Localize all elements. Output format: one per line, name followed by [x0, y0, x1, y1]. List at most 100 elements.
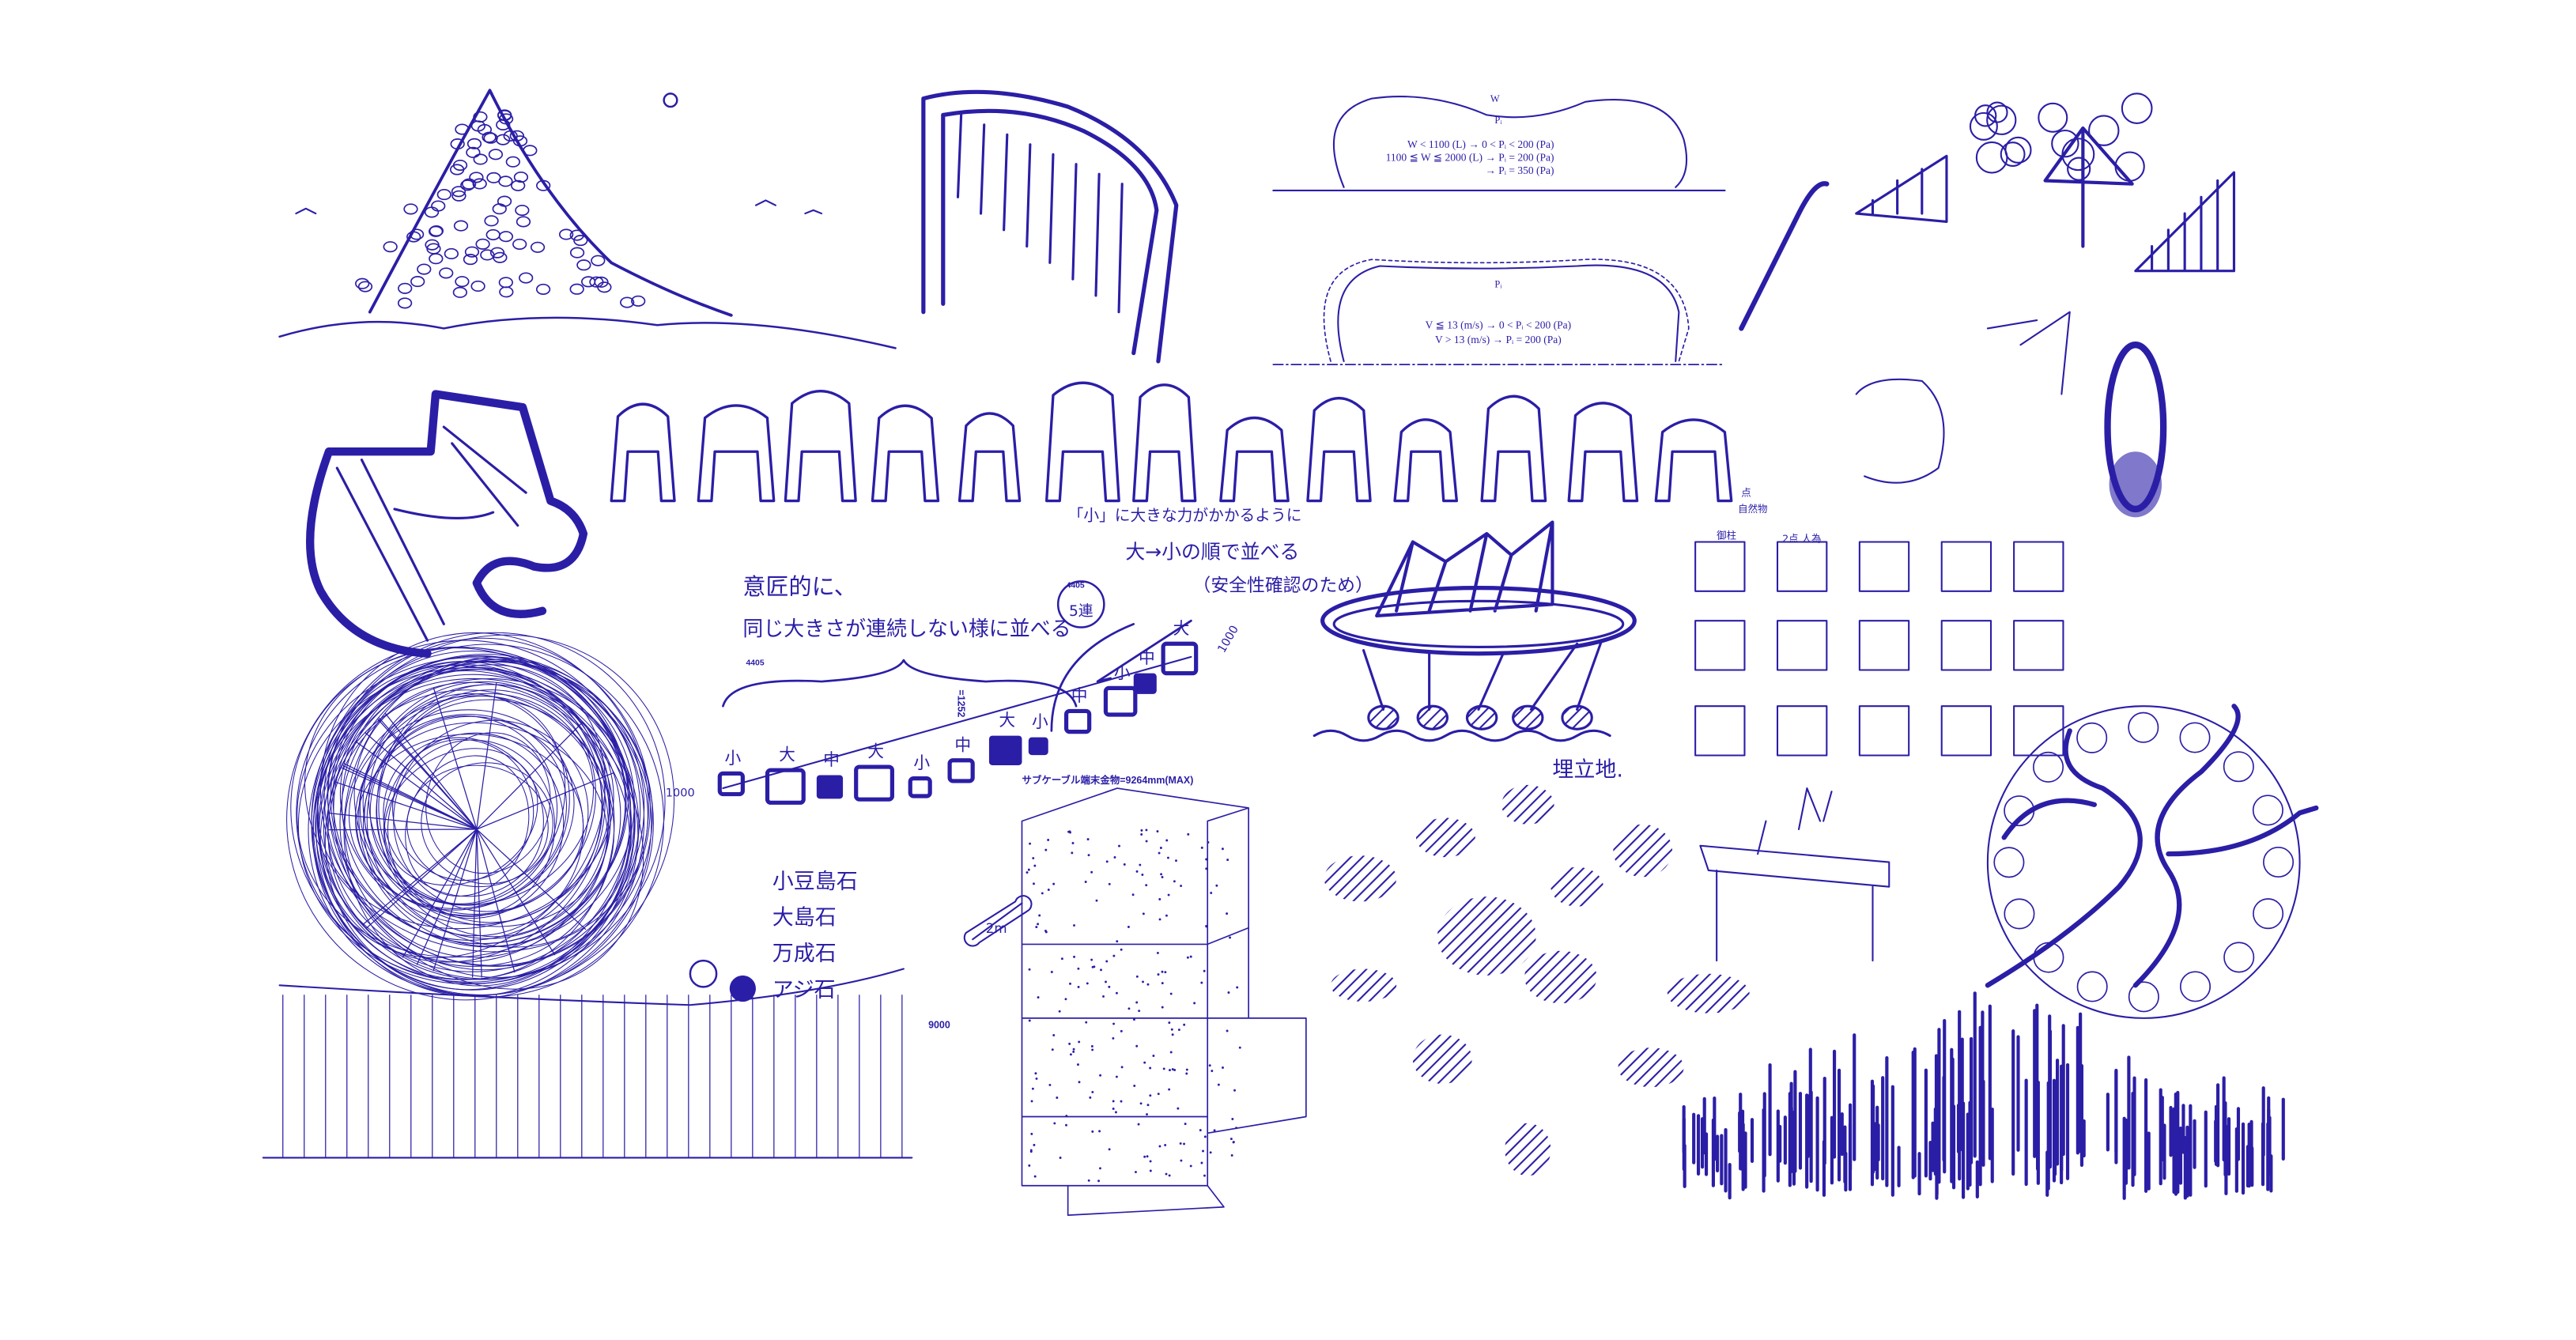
room-circle [2179, 722, 2211, 753]
roof-scale [482, 131, 497, 143]
design-note: 意匠的に、 [742, 573, 857, 600]
roof-scale [489, 247, 505, 259]
texture-dot [1097, 1180, 1101, 1183]
float-ball [1512, 704, 1544, 730]
title-glyph [1654, 418, 1733, 503]
texture-dot [1229, 936, 1231, 939]
texture-dot [1112, 1100, 1115, 1103]
texture-dot [1185, 1072, 1188, 1075]
title-glyph [697, 404, 776, 503]
texture-dot [1143, 1155, 1146, 1158]
float-ball [1561, 704, 1593, 730]
texture-dot [1098, 1130, 1101, 1133]
texture-dot [1100, 968, 1102, 972]
roof-scale [519, 272, 534, 284]
stone-size-label: 小 [725, 749, 742, 768]
texture-dot [1085, 1021, 1088, 1024]
study-box [1776, 705, 1828, 757]
texture-dot [1226, 912, 1229, 915]
roof-scale [492, 203, 507, 215]
roof-scale [429, 225, 444, 237]
scribble-ray [432, 829, 478, 972]
scribble-ring [349, 709, 575, 909]
stone-name: 小豆島石 [772, 870, 858, 894]
room-circle [2263, 847, 2295, 878]
hatched-blob [1501, 784, 1554, 825]
texture-dot [1200, 1161, 1203, 1164]
stone-size-label: 小 [913, 753, 930, 772]
scribble-ring [359, 693, 594, 906]
texture-dot [1108, 985, 1111, 988]
label-w: W [1490, 93, 1500, 104]
texture-dot [1037, 996, 1040, 999]
roof-scale [397, 297, 413, 309]
tree-bubble [1974, 104, 1997, 127]
texture-dot [1175, 859, 1177, 863]
room-circle [1993, 847, 2025, 878]
roof-scale [513, 172, 529, 183]
roof-scale [631, 295, 646, 307]
texture-dot [1069, 982, 1071, 985]
pressure-diagram-top: W Pᵢ W < 1100 (L) → 0 < Pᵢ < 200 (Pa) 11… [1272, 93, 1726, 191]
hatch-line [980, 123, 986, 215]
scribble-ray [476, 829, 482, 978]
texture-dot [1232, 1141, 1235, 1144]
dimension-1000: 1000 [666, 787, 695, 799]
stone-block [854, 764, 894, 802]
texture-dot [1169, 1051, 1173, 1054]
roof-scale-pattern [355, 109, 646, 309]
texture-dot [1112, 1108, 1115, 1110]
texture-dot [1158, 851, 1161, 855]
texture-dot [1149, 1094, 1152, 1097]
float-ball [1465, 704, 1498, 730]
texture-dot [1034, 1072, 1037, 1075]
hatch-line [1117, 183, 1124, 314]
texture-dot [1158, 918, 1161, 921]
texture-dot [1112, 954, 1116, 957]
tower-wireframe [1021, 787, 1307, 1216]
texture-dot [1141, 873, 1144, 876]
texture-dot [1090, 1045, 1093, 1047]
texture-dot [1173, 1069, 1177, 1071]
roof-scale [429, 253, 444, 265]
roof-scale [409, 228, 425, 240]
study-box [2013, 541, 2064, 592]
texture-dot [1186, 956, 1189, 959]
texture-dot [1152, 1055, 1155, 1057]
texture-dot [1226, 1029, 1229, 1032]
texture-dot [1205, 858, 1208, 861]
roof-scale [499, 286, 514, 298]
tree-bubble [2038, 102, 2068, 133]
maze-path [1985, 704, 2319, 988]
texture-dot [1073, 955, 1076, 958]
landfill-label: 埋立地. [1552, 758, 1623, 783]
texture-dot [1145, 884, 1148, 887]
texture-dot [1050, 970, 1053, 973]
mountain-outline [368, 89, 733, 317]
texture-dot [1135, 870, 1139, 873]
texture-dot [1044, 930, 1048, 934]
texture-dot [1041, 892, 1044, 895]
roof-scale [383, 241, 398, 253]
room-circle [2004, 898, 2035, 930]
study-box [1940, 541, 1992, 592]
texture-dot [1183, 1023, 1186, 1026]
tree-bubble [2061, 138, 2095, 172]
roof-scale [498, 113, 514, 125]
texture-dot [1145, 829, 1148, 832]
roof-scale [512, 238, 527, 250]
texture-dot [1027, 868, 1030, 871]
texture-dot [1161, 876, 1164, 878]
dimension-9000: 9000 [928, 1019, 950, 1030]
texture-dot [1031, 1087, 1034, 1090]
design-note: 同じ大きさが連続しない様に並べる [742, 617, 1071, 641]
scribble-ray [476, 723, 581, 830]
texture-dot [1187, 832, 1190, 836]
texture-dot [1035, 1077, 1038, 1080]
texture-dot [1091, 965, 1094, 968]
tree-canopy-sketch [1969, 92, 2153, 182]
texture-dot [1140, 829, 1143, 832]
tree-bubble [1986, 101, 2008, 123]
texture-dot [1120, 1029, 1123, 1032]
stone-size-label: 大 [1173, 619, 1190, 638]
